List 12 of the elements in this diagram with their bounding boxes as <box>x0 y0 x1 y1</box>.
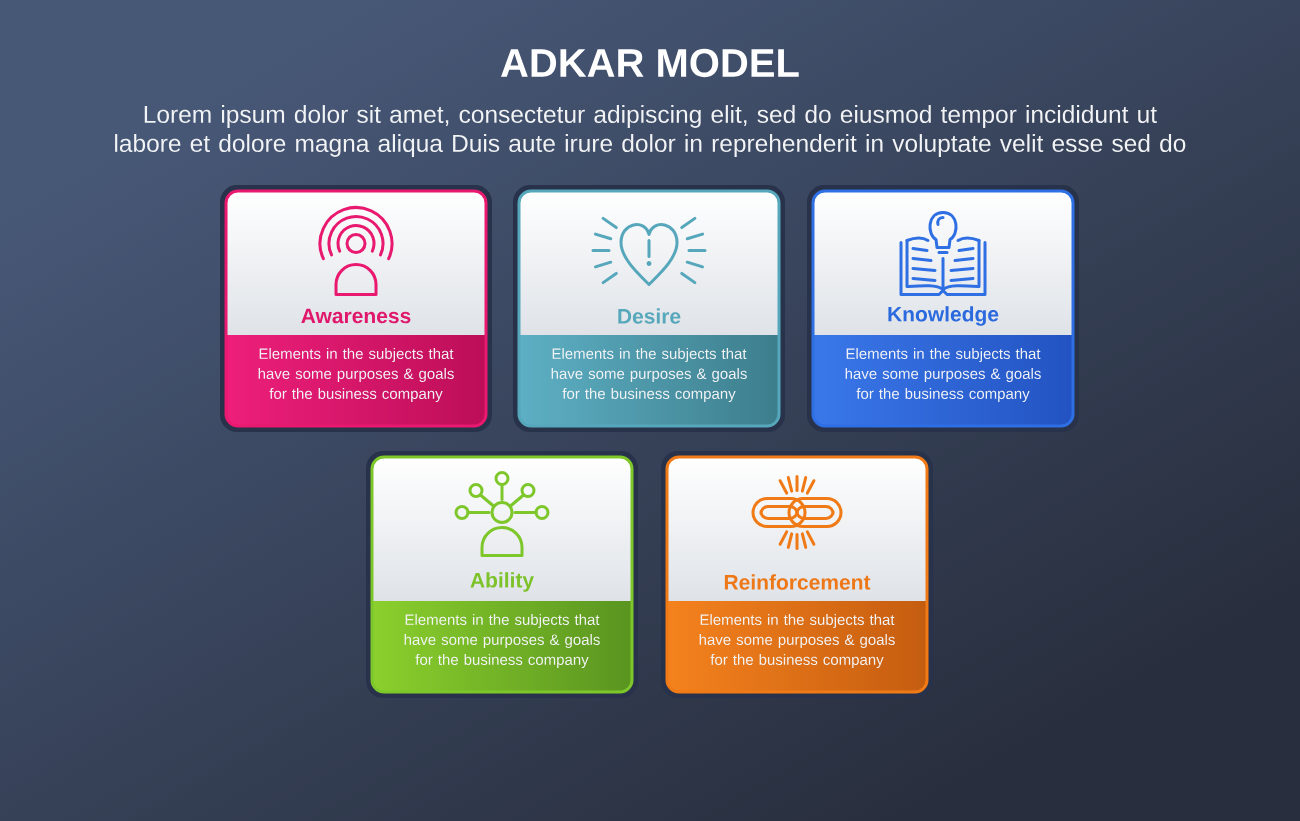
card-description: Elements in the subjects that have some purposes & goals for the business company <box>258 348 454 402</box>
card-title: Reinforcement <box>724 574 871 590</box>
card-title: Desire <box>618 308 681 324</box>
intro-text: Lorem ipsum dolor sit amet, consectetur adipiscing elit, sed do eiusmod tempor incididunt ut labore et dolore magna aliqua Duis aute irure dolor in reprehenderit in voluptate velit esse sed do <box>115 105 1186 157</box>
card-description: Elements in the subjects that have some purposes & goals for the business company <box>699 614 895 668</box>
card-description: Elements in the subjects that have some purposes & goals for the business company <box>845 348 1041 402</box>
card-title: Awareness <box>301 308 411 324</box>
card-description: Elements in the subjects that have some purposes & goals for the business company <box>551 348 747 402</box>
card-title: Knowledge <box>888 306 999 326</box>
card-title: Ability <box>470 572 534 592</box>
title: ADKAR MODEL <box>501 48 799 78</box>
card-description: Elements in the subjects that have some purposes & goals for the business company <box>404 614 600 668</box>
